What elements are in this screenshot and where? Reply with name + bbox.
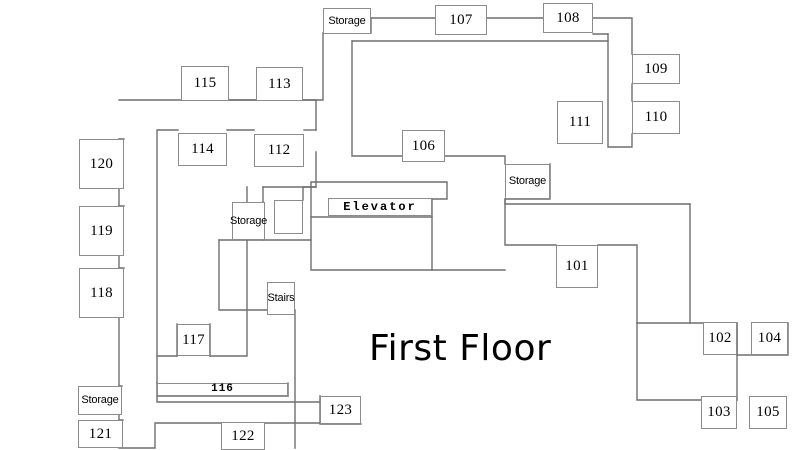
wall-segment	[264, 395, 321, 424]
room-label-stairs[interactable]: Stairs	[267, 282, 295, 315]
wall-segment	[218, 239, 268, 311]
room-label-123[interactable]: 123	[320, 396, 361, 424]
wall-segment	[444, 155, 506, 165]
page-title: First Floor	[369, 328, 552, 369]
room-label-111[interactable]: 111	[557, 101, 603, 144]
room-label-120[interactable]: 120	[79, 139, 124, 189]
room-label-106[interactable]: 106	[402, 130, 445, 162]
wall-segment	[118, 419, 222, 449]
room-label-blank-ctr[interactable]	[274, 200, 303, 234]
room-label-116[interactable]: 116	[157, 383, 288, 396]
room-label-108[interactable]: 108	[543, 3, 593, 33]
room-label-115[interactable]: 115	[181, 66, 229, 101]
room-label-storage-bot[interactable]: Storage	[78, 386, 122, 415]
room-label-storage-mid[interactable]: Storage	[505, 164, 550, 199]
wall-segment	[310, 216, 433, 271]
wall-segment	[310, 181, 448, 218]
wall-segment	[592, 17, 633, 55]
wall-segment	[351, 40, 403, 157]
wall-segment	[302, 186, 317, 201]
room-label-114[interactable]: 114	[178, 133, 227, 166]
wall-segment	[156, 395, 321, 403]
room-label-119[interactable]: 119	[79, 206, 124, 256]
wall-segment	[607, 33, 633, 148]
room-label-118[interactable]: 118	[79, 268, 124, 318]
wall-segment	[302, 99, 317, 131]
room-label-104[interactable]: 104	[751, 322, 788, 355]
room-label-122[interactable]: 122	[221, 422, 265, 450]
room-label-109[interactable]: 109	[632, 54, 680, 84]
wall-segment	[597, 244, 638, 324]
room-label-storage-top[interactable]: Storage	[323, 8, 371, 34]
room-label-103[interactable]: 103	[701, 396, 737, 429]
wall-segment	[504, 198, 557, 246]
room-label-102[interactable]: 102	[703, 322, 737, 355]
room-label-117[interactable]: 117	[177, 324, 210, 356]
room-label-105[interactable]: 105	[749, 396, 787, 429]
room-label-elevator[interactable]: Elevator	[328, 198, 432, 216]
room-label-107[interactable]: 107	[435, 5, 487, 35]
room-label-121[interactable]: 121	[78, 420, 123, 448]
room-label-110[interactable]: 110	[632, 101, 680, 134]
room-label-112[interactable]: 112	[254, 134, 304, 167]
room-label-101[interactable]: 101	[556, 245, 598, 288]
room-label-113[interactable]: 113	[256, 67, 303, 101]
room-label-storage-ctr[interactable]: Storage	[230, 202, 267, 240]
wall-segment	[156, 129, 179, 384]
